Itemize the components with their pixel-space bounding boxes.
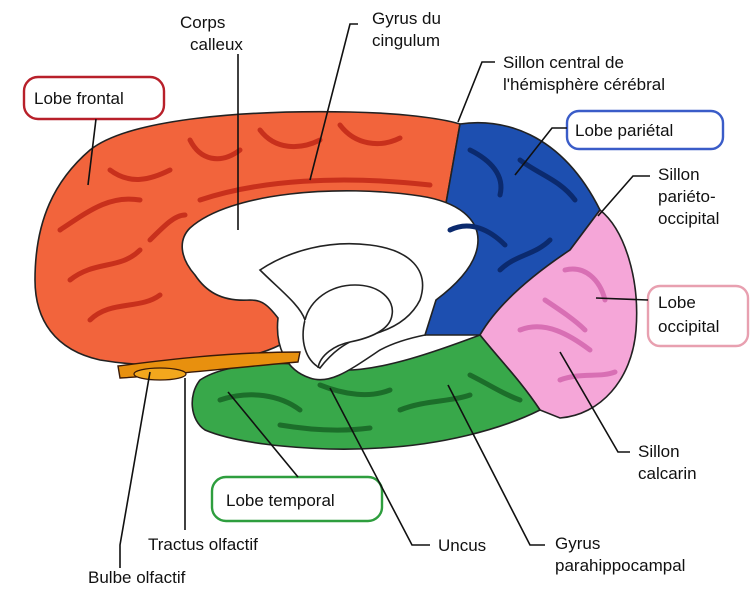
label-gyrus-parahippocampal: Gyrus parahippocampal [555,534,685,575]
label-lobe-frontal: Lobe frontal [34,89,124,108]
leader-sillon-parieto [598,176,650,216]
label-sillon-central: Sillon central de l'hémisphère cérébral [503,53,665,94]
label-lobe-parietal: Lobe pariétal [575,121,673,140]
leader-bulbe-olfactif [120,372,150,568]
olfactory-bulb [134,368,186,380]
label-sillon-parieto: Sillon pariéto- occipital [658,165,720,228]
label-gyrus-cingulum: Gyrus du cingulum [372,9,446,50]
leader-sillon-central [458,62,495,122]
label-bulbe-olfactif: Bulbe olfactif [88,568,186,587]
label-uncus: Uncus [438,536,486,555]
label-tractus-olfactif: Tractus olfactif [148,535,258,554]
label-lobe-temporal: Lobe temporal [226,491,335,510]
label-corps-calleux: Corps calleux [180,13,243,54]
label-sillon-calcarin: Sillon calcarin [638,442,697,483]
